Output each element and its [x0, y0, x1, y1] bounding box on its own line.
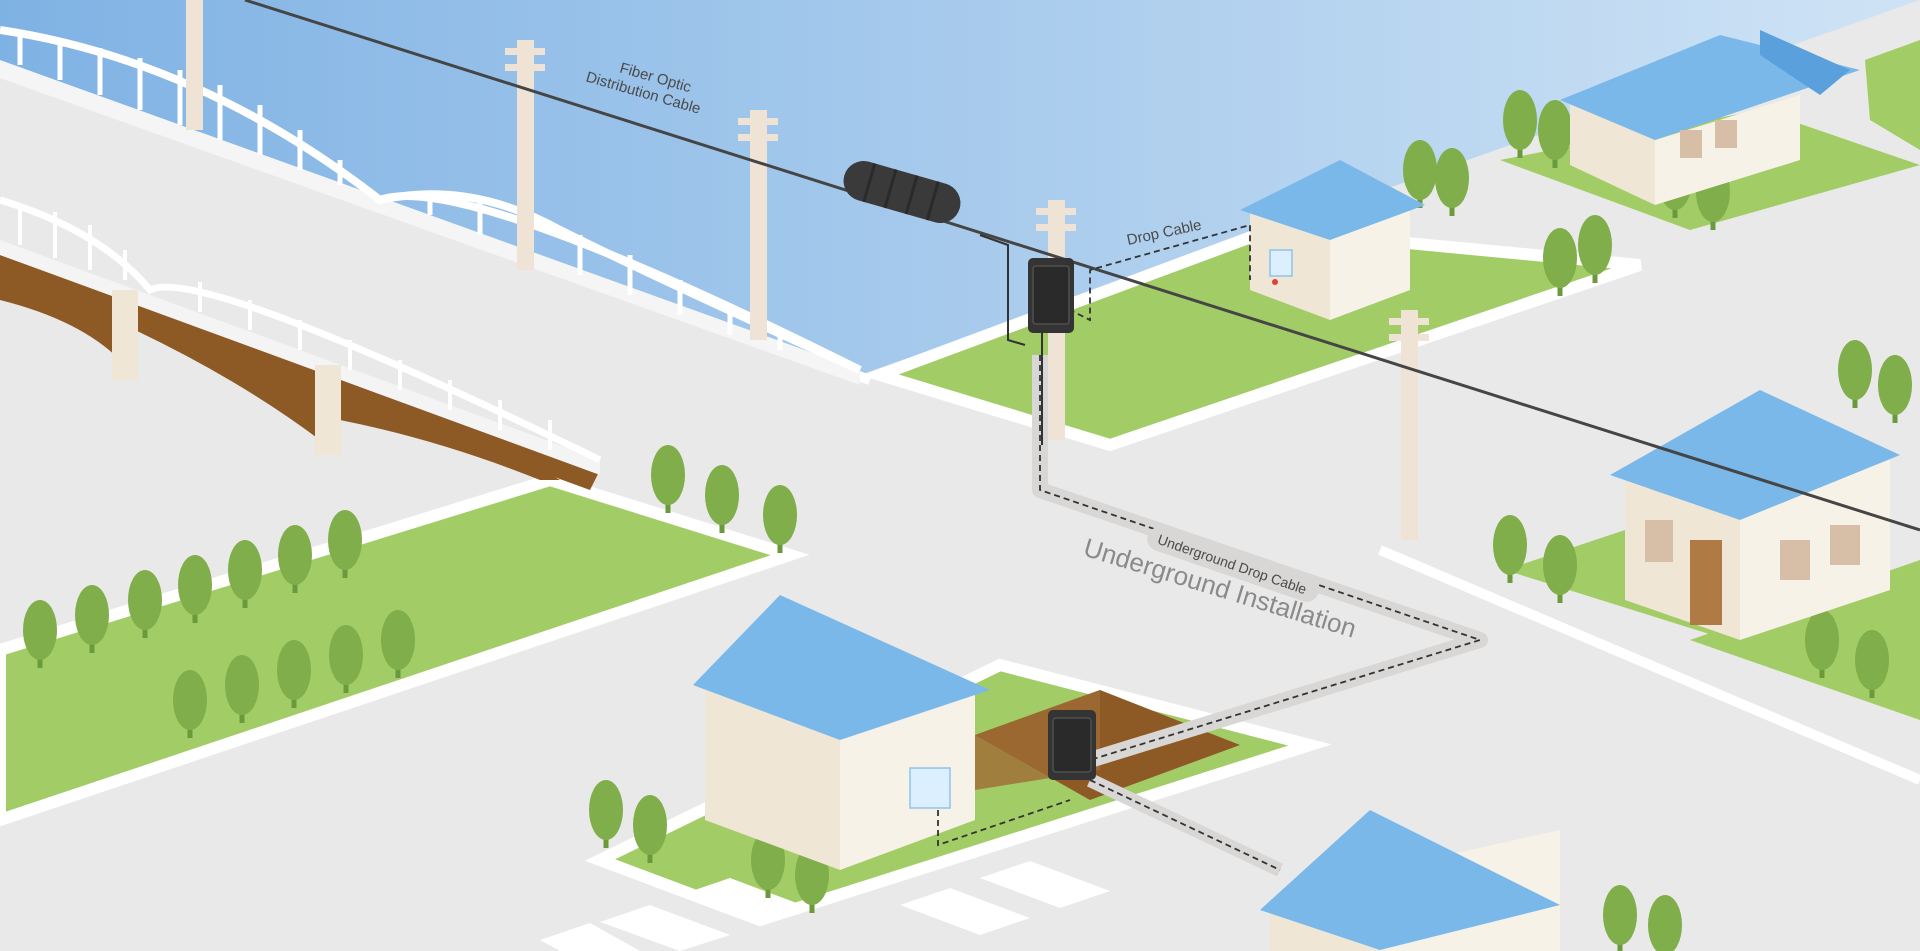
- crosswalk: [540, 861, 1110, 951]
- house-front: [693, 595, 990, 870]
- house-mid-right: [1240, 160, 1425, 320]
- house-bottom-center: [1260, 810, 1560, 951]
- underground-terminal-box-icon: [1048, 710, 1096, 780]
- drop-cables: [937, 223, 1483, 871]
- house-back-right: [1560, 30, 1860, 205]
- splice-to-terminal-cable: [979, 234, 1043, 445]
- upper-bridge: [0, 26, 862, 385]
- home-ont-box-icon: [909, 249, 1293, 809]
- lower-bridge: [0, 196, 602, 490]
- fiber-terminal-box-icon: [1028, 258, 1074, 333]
- pole-2: [738, 110, 778, 340]
- fiber-splice-closure-icon: [843, 160, 961, 224]
- house-right: [1610, 390, 1900, 640]
- pole-1: [505, 40, 545, 270]
- fiber-distribution-cable: [244, 0, 1920, 532]
